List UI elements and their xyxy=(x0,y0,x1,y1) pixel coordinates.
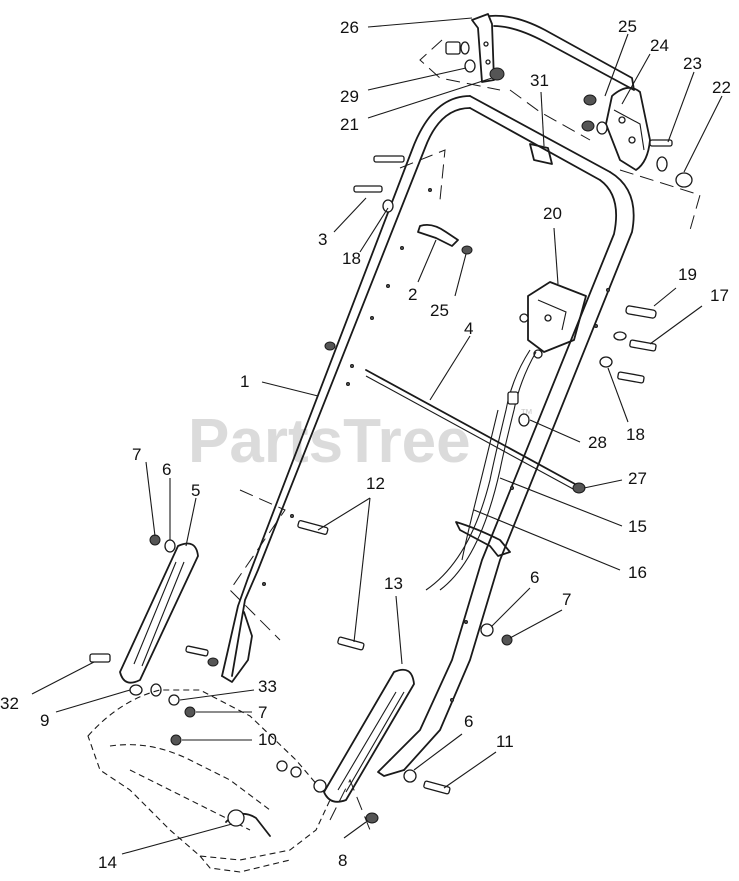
callout-19: 19 xyxy=(678,265,697,284)
callout-31: 31 xyxy=(530,71,549,90)
callout-6-left: 6 xyxy=(162,460,171,479)
bolt-left-foot xyxy=(185,645,209,657)
washer-9 xyxy=(129,684,143,696)
callout-4: 4 xyxy=(464,319,473,338)
callout-2: 2 xyxy=(408,285,417,304)
callout-12: 12 xyxy=(366,474,385,493)
watermark: PartsTree xyxy=(188,407,471,476)
callout-22: 22 xyxy=(712,78,731,97)
callout-25-lower: 25 xyxy=(430,301,449,320)
nut-21 xyxy=(489,67,505,81)
callout-32: 32 xyxy=(0,694,19,713)
mower-deck-housing xyxy=(87,689,331,873)
hardware-25-upper xyxy=(581,94,608,135)
callout-14: 14 xyxy=(98,853,117,872)
callout-21: 21 xyxy=(340,115,359,134)
callout-25-upper: 25 xyxy=(618,17,637,36)
washer-6-lower xyxy=(403,769,417,783)
callout-15: 15 xyxy=(628,517,647,536)
washer-6-right xyxy=(480,623,494,637)
callout-8: 8 xyxy=(338,851,347,870)
callout-1: 1 xyxy=(240,372,249,391)
nut-7-right xyxy=(501,634,513,646)
washer-18-upper xyxy=(382,199,394,213)
washer-18-lower xyxy=(599,356,645,384)
callout-26: 26 xyxy=(340,18,359,37)
control-box-20 xyxy=(519,281,587,359)
dashed-guide-mid xyxy=(509,89,591,141)
callout-24: 24 xyxy=(650,36,669,55)
callout-3: 3 xyxy=(318,230,327,249)
cable-15 xyxy=(425,349,537,591)
leader-lines xyxy=(31,17,723,855)
callout-7-lower: 7 xyxy=(258,703,267,722)
bolt-19 xyxy=(625,305,657,319)
tab-31 xyxy=(529,143,553,165)
callout-29: 29 xyxy=(340,87,359,106)
deck-washer-2 xyxy=(290,766,302,778)
cable-end xyxy=(507,391,519,405)
callout-18-upper: 18 xyxy=(342,249,361,268)
nut-8 xyxy=(365,812,379,824)
washer-33 xyxy=(168,694,180,706)
callout-33: 33 xyxy=(258,677,277,696)
dashed-guide-bottom xyxy=(329,778,371,831)
bolt-11 xyxy=(423,780,451,795)
bolt-3 xyxy=(353,155,405,193)
callout-27: 27 xyxy=(628,469,647,488)
callout-7-right: 7 xyxy=(562,590,571,609)
bolt-32 xyxy=(89,653,111,663)
main-handle-frame xyxy=(221,95,635,777)
callout-9: 9 xyxy=(40,711,49,730)
nut-27 xyxy=(572,482,586,494)
lever-2 xyxy=(417,223,473,255)
callout-20: 20 xyxy=(543,204,562,223)
callout-17: 17 xyxy=(710,286,729,305)
deck-washer-3 xyxy=(313,779,327,793)
clip-28 xyxy=(518,413,530,427)
bolt-23 xyxy=(649,139,673,147)
bolt-17 xyxy=(613,331,657,352)
deck-washer xyxy=(276,760,288,772)
nut-10 xyxy=(170,734,182,746)
bracket-24 xyxy=(605,86,651,171)
dashed-guide-right xyxy=(619,169,701,231)
dashed-guide-left xyxy=(399,149,446,201)
link-13 xyxy=(323,668,415,803)
callout-23: 23 xyxy=(683,54,702,73)
cable-clip xyxy=(455,521,511,557)
bolt-29 xyxy=(445,41,476,73)
callout-6-right: 6 xyxy=(530,568,539,587)
nut-left-foot xyxy=(207,657,219,667)
callout-16: 16 xyxy=(628,563,647,582)
callout-13: 13 xyxy=(384,574,403,593)
cable-16 xyxy=(461,409,499,561)
cross-rod-4 xyxy=(365,369,576,491)
callout-labels: 26 25 24 23 22 29 21 31 3 18 2 25 20 19 … xyxy=(0,17,731,872)
bolt-12 xyxy=(297,520,365,651)
nut-22 xyxy=(656,156,693,188)
dashed-guide-lower-left xyxy=(229,489,286,641)
callout-7-left: 7 xyxy=(132,445,141,464)
washer-6-left xyxy=(164,539,176,553)
spacer-9 xyxy=(150,683,162,697)
link-5 xyxy=(119,542,199,684)
dashed-guide-top xyxy=(419,39,501,91)
callout-28: 28 xyxy=(588,433,607,452)
callout-11: 11 xyxy=(496,732,514,751)
nut-left-rod xyxy=(324,341,336,351)
nut-7-lower xyxy=(184,706,196,718)
callout-5: 5 xyxy=(191,481,200,500)
callout-18-lower: 18 xyxy=(626,425,645,444)
callout-10: 10 xyxy=(258,730,277,749)
callout-6-lower: 6 xyxy=(464,712,473,731)
pin-14 xyxy=(225,809,271,837)
nut-7-left xyxy=(149,534,161,546)
